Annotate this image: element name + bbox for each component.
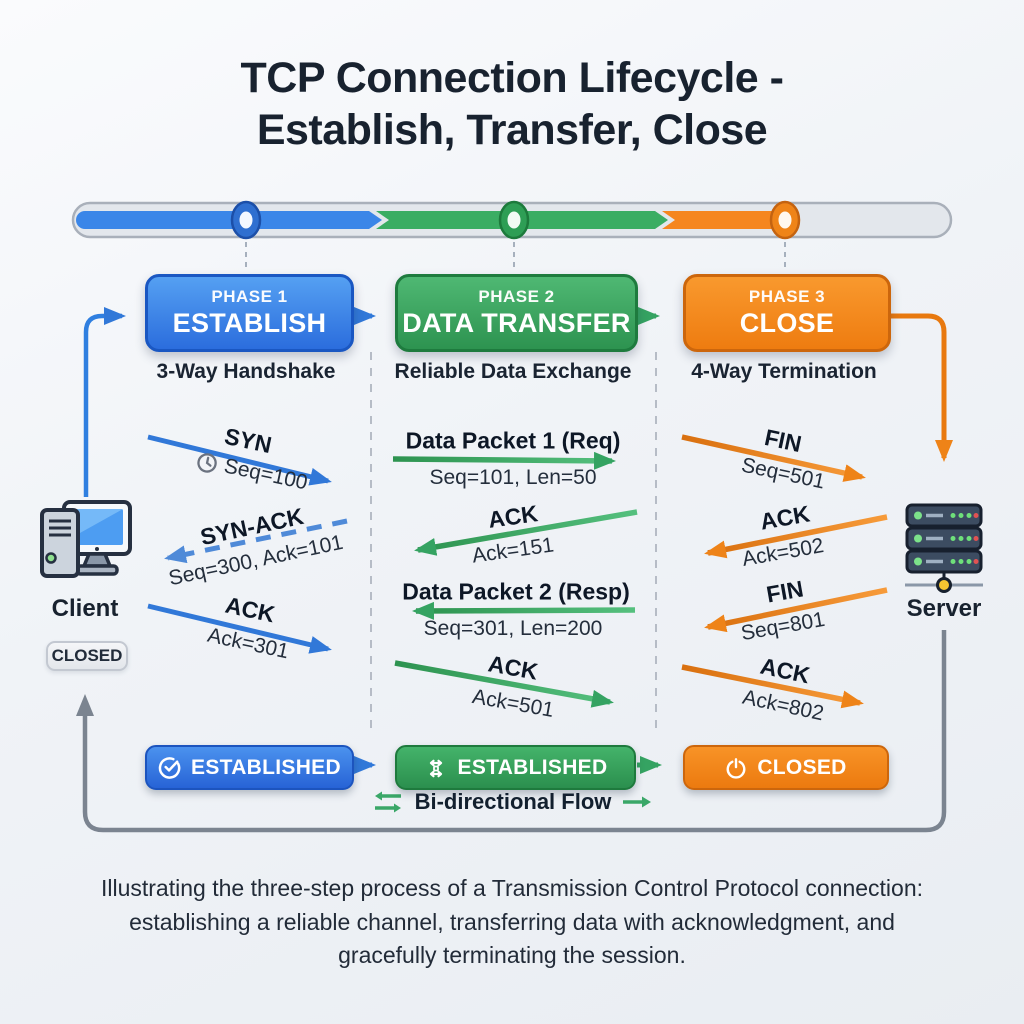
- state-badge-established-client: ESTABLISHED: [145, 745, 354, 790]
- phase-box-transfer: PHASE 2 DATA TRANSFER: [395, 274, 638, 352]
- syn-arrow: [147, 434, 332, 486]
- ack-802-arrow: [681, 664, 864, 709]
- server-to-client-reset-loop: [76, 630, 947, 833]
- timeline-segment-establish: [76, 211, 382, 229]
- timeline-segment-close: [662, 211, 786, 229]
- page-title-line1: TCP Connection Lifecycle -: [240, 54, 784, 102]
- phase-box-close: PHASE 3 CLOSE: [683, 274, 891, 352]
- bi-directional-flow-note: Bi-directional Flow: [0, 789, 1024, 815]
- message-name-data2: Data Packet 2 (Resp): [402, 578, 630, 605]
- double-arrow-icon: [374, 791, 401, 813]
- fin-501-arrow: [681, 434, 866, 482]
- phase-kicker: PHASE 1: [211, 287, 288, 306]
- server-rack-icon: [905, 503, 983, 593]
- diagram-caption: Illustrating the three-step process of a…: [100, 875, 923, 969]
- phase-subtitle-transfer: Reliable Data Exchange: [394, 360, 632, 383]
- phase-kicker: PHASE 3: [748, 287, 826, 306]
- arrow-right-icon: [623, 796, 652, 808]
- phase-name: CLOSE: [739, 308, 835, 338]
- data-packet-2-arrow: [412, 601, 636, 620]
- message-detail-text: Seq=301, Len=200: [423, 617, 603, 640]
- ack-502-arrow: [704, 514, 888, 559]
- phase-subtitle-close: 4-Way Termination: [691, 360, 877, 383]
- client-label: Client: [51, 595, 119, 622]
- phase-box-establish: PHASE 1 ESTABLISH: [145, 274, 354, 352]
- message-detail-data2: Seq=301, Len=200: [424, 617, 603, 641]
- phase-name: DATA TRANSFER: [402, 308, 631, 338]
- server-label: Server: [906, 595, 982, 622]
- client-state-badge: CLOSED: [46, 641, 128, 671]
- page-title-line2: Establish, Transfer, Close: [256, 106, 768, 155]
- message-detail-syn: Seq=100: [194, 449, 310, 496]
- exchange-arrows-icon: [429, 759, 442, 777]
- phase-subtitle-establish: 3-Way Handshake: [156, 360, 336, 383]
- ack-establish-arrow: [147, 603, 332, 654]
- state-badge-label: CLOSED: [757, 755, 847, 779]
- state-badge-label: ESTABLISHED: [457, 755, 608, 779]
- timeline: [71, 200, 953, 271]
- power-icon: [726, 757, 746, 779]
- state-badge-closed: CLOSED: [683, 745, 889, 790]
- fin-801-arrow: [704, 587, 888, 633]
- message-detail-text: Seq=101, Len=50: [429, 466, 597, 489]
- check-circle-icon: [158, 757, 181, 779]
- clock-timer-icon: [197, 452, 217, 473]
- state-badge-established-transfer: ESTABLISHED: [395, 745, 636, 790]
- timeline-marker-transfer-center: [507, 211, 521, 229]
- phase-kicker: PHASE 2: [478, 287, 555, 306]
- timeline-marker-establish-center: [239, 211, 253, 229]
- phase3-to-server-connector: [888, 313, 953, 462]
- client-computer-icon: [40, 500, 132, 578]
- client-to-phase1-connector: [83, 307, 126, 497]
- message-name-data1: Data Packet 1 (Req): [405, 427, 621, 454]
- data-packet-1-arrow: [392, 451, 616, 470]
- page-title: TCP Connection Lifecycle - Establish, Tr…: [0, 52, 1024, 157]
- phase-name: ESTABLISH: [172, 308, 327, 338]
- state-badge-label: ESTABLISHED: [191, 755, 341, 779]
- message-detail-data1: Seq=101, Len=50: [430, 466, 597, 490]
- flow-note-text: Bi-directional Flow: [414, 789, 612, 814]
- timeline-marker-close-center: [778, 211, 792, 229]
- ack-151-arrow: [414, 509, 638, 556]
- syn-ack-arrow: [164, 518, 348, 564]
- ack-501-arrow: [394, 660, 614, 708]
